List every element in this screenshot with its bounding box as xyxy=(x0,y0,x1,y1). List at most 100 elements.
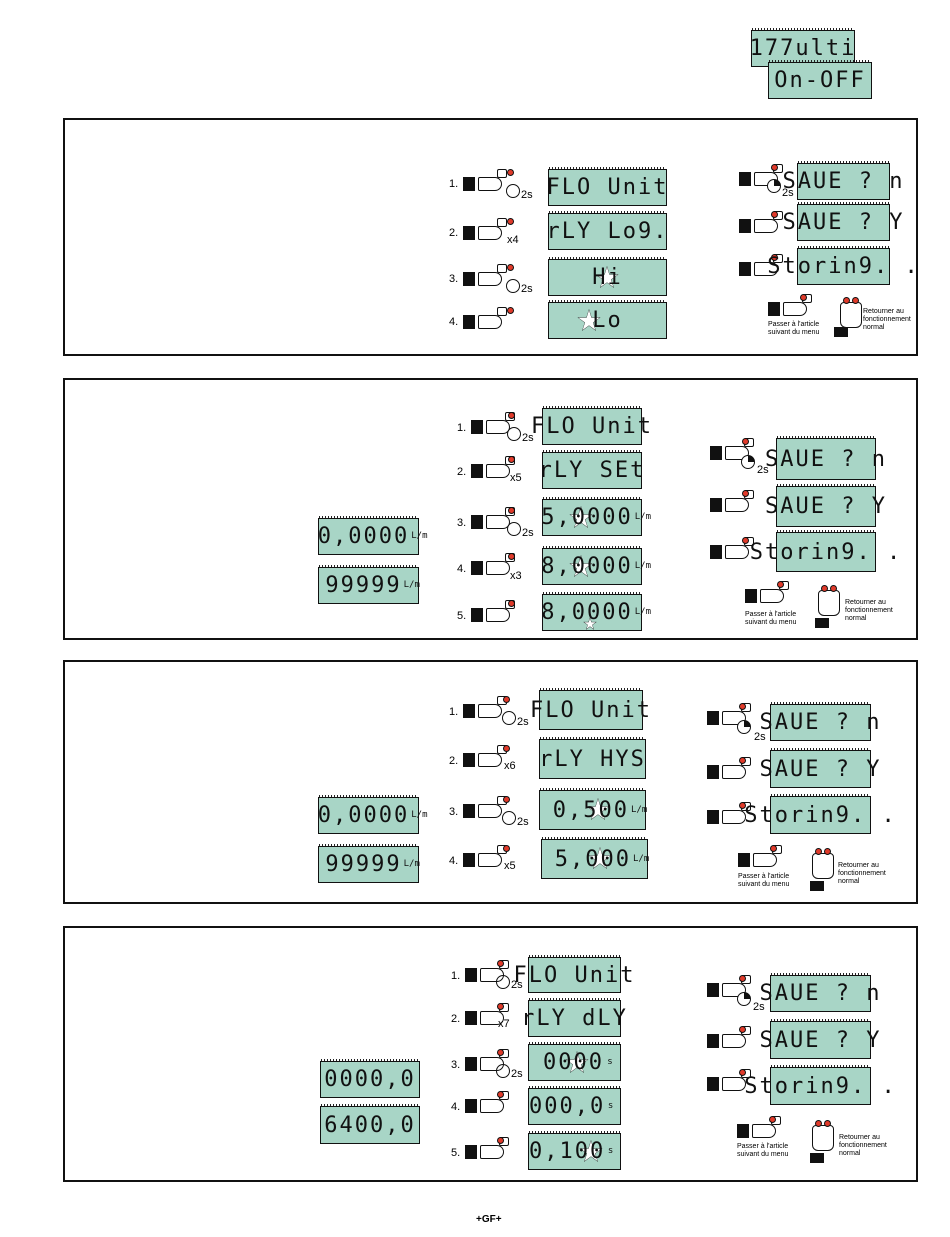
press-hand-icon xyxy=(480,1091,509,1113)
button-square-icon xyxy=(463,853,475,867)
lcd-flow-unit: FLO Unit xyxy=(530,688,650,730)
caption-line: Retourner au xyxy=(838,862,879,869)
lcd-save-no: SAUE ? n xyxy=(765,436,885,480)
button-square-icon xyxy=(738,853,750,867)
header-lcd-mode: 177ulti xyxy=(749,28,857,67)
lcd-text: Storin9. . xyxy=(749,539,903,565)
button-square-icon xyxy=(465,1145,477,1159)
red-button-icon xyxy=(508,553,515,560)
lcd-relay-delay: rLY dLY xyxy=(521,998,626,1037)
red-button-icon xyxy=(497,960,504,967)
lcd-text: SAUE ? Y xyxy=(782,210,905,235)
step-number: 2. xyxy=(451,1013,461,1025)
button-square-icon xyxy=(739,172,751,186)
red-button-icon xyxy=(742,438,749,445)
press-hand-icon xyxy=(722,1069,751,1091)
caption-line: suivant du menu xyxy=(737,1151,789,1158)
flow-unit-label: L/m xyxy=(634,607,652,617)
step-suffix: x7 xyxy=(498,1018,510,1030)
red-button-icon xyxy=(843,297,850,304)
red-button-icon xyxy=(771,211,778,218)
timer-icon xyxy=(496,975,510,989)
two-button-hand-icon xyxy=(812,853,834,879)
lcd-hi: Hi xyxy=(548,257,667,296)
button-square-icon xyxy=(463,226,475,240)
button-square-icon xyxy=(463,315,475,329)
press-hand-icon xyxy=(478,264,507,286)
press-hand-icon xyxy=(722,757,751,779)
lcd-text: Storin9. . xyxy=(767,254,920,279)
timer-icon xyxy=(737,720,751,734)
press-hand-icon xyxy=(722,802,751,824)
red-button-icon xyxy=(800,294,807,301)
header-lcd-on-off: On-OFF xyxy=(768,60,872,99)
button-square-icon xyxy=(710,545,722,559)
step-suffix: 2s xyxy=(522,527,534,539)
button-square-icon xyxy=(471,561,483,575)
button-square-icon xyxy=(471,464,483,478)
step-suffix: x5 xyxy=(510,472,522,484)
red-button-icon xyxy=(770,845,777,852)
step-number: 2. xyxy=(449,755,459,767)
panel-relay-setpoint xyxy=(63,378,918,640)
caption-line: fonctionnement xyxy=(839,1142,887,1149)
red-button-icon xyxy=(739,757,746,764)
caption-line: fonctionnement xyxy=(863,316,911,323)
red-button-icon xyxy=(769,1116,776,1123)
lcd-text: SAUE ? n xyxy=(782,169,905,194)
lcd-text: 5,000 xyxy=(554,846,631,872)
timer-label: 2s xyxy=(754,731,766,743)
caption-line: Passer à l'article xyxy=(768,321,820,328)
lcd-save-no: SAUE ? n xyxy=(760,973,879,1012)
lcd-text: SAUE ? Y xyxy=(759,756,882,782)
lcd-text: 8,0000 xyxy=(541,554,633,579)
step-number: 5. xyxy=(457,610,467,622)
caption-line: normal xyxy=(845,615,867,622)
button-square-icon xyxy=(463,804,475,818)
caption-line: normal xyxy=(839,1150,861,1157)
button-square-icon xyxy=(710,446,722,460)
lcd-text: 5,0000 xyxy=(541,505,633,530)
button-square-icon xyxy=(471,608,483,622)
lcd-range-max: 6400,0 xyxy=(320,1104,420,1144)
lcd-text: 0000,0 xyxy=(324,1067,416,1092)
step-suffix: 2s xyxy=(517,716,529,728)
lcd-text: rLY HYS xyxy=(539,746,646,772)
press-hand-icon xyxy=(752,1116,781,1138)
lcd-text: 0000 xyxy=(543,1050,604,1075)
caption-line: Retourner au xyxy=(863,308,904,315)
button-square-icon xyxy=(465,968,477,982)
button-square-icon xyxy=(465,1011,477,1025)
lcd-text: FLO Unit xyxy=(546,175,669,200)
caption-line: Passer à l'article xyxy=(737,1143,789,1150)
button-square-icon xyxy=(463,272,475,286)
step-number: 4. xyxy=(457,563,467,575)
lcd-text: FLO Unit xyxy=(530,697,652,723)
lcd-save-yes: SAUE ? Y xyxy=(760,748,879,788)
button-square-icon xyxy=(707,983,719,997)
red-button-icon xyxy=(742,490,749,497)
header-lcd-mode-text: 177ulti xyxy=(749,36,857,61)
button-square-icon xyxy=(710,498,722,512)
button-square-icon xyxy=(465,1099,477,1113)
red-button-icon xyxy=(739,802,746,809)
caption-line: Passer à l'article xyxy=(745,611,797,618)
step-suffix: 2s xyxy=(511,1068,523,1080)
caption-line: normal xyxy=(838,878,860,885)
step-suffix: 2s xyxy=(522,432,534,444)
step-number: 2. xyxy=(457,466,467,478)
flow-unit-label: L/m xyxy=(411,531,428,541)
lcd-text: SAUE ? n xyxy=(765,446,887,472)
caption-line: Passer à l'article xyxy=(738,873,790,880)
lcd-save-no: SAUE ? n xyxy=(783,161,902,200)
lcd-text: 0,500 xyxy=(552,797,629,823)
lcd-text: FLO Unit xyxy=(531,414,653,439)
lcd-text: SAUE ? Y xyxy=(759,1027,882,1053)
